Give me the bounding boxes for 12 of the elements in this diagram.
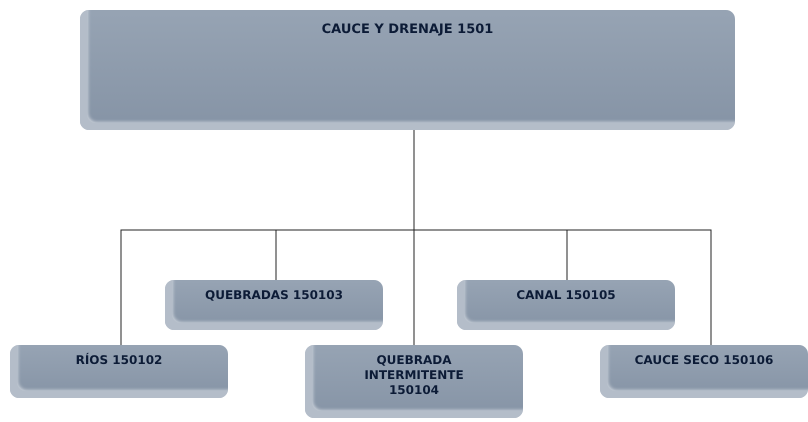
category-label: RÍOS 150102 [74, 353, 164, 368]
category-box [10, 345, 228, 398]
category-label: CAUCE Y DRENAJE 1501 [320, 22, 494, 38]
category-label: CAUCE SECO 150106 [634, 353, 774, 368]
category-box [165, 280, 383, 330]
category-label: QUEBRADAS 150103 [204, 288, 344, 303]
category-label: CANAL 150105 [515, 288, 617, 303]
category-box [600, 345, 808, 398]
category-box [457, 280, 675, 330]
category-box [80, 10, 735, 130]
category-box [305, 345, 523, 418]
category-label: QUEBRADA INTERMITENTE 150104 [363, 353, 465, 398]
